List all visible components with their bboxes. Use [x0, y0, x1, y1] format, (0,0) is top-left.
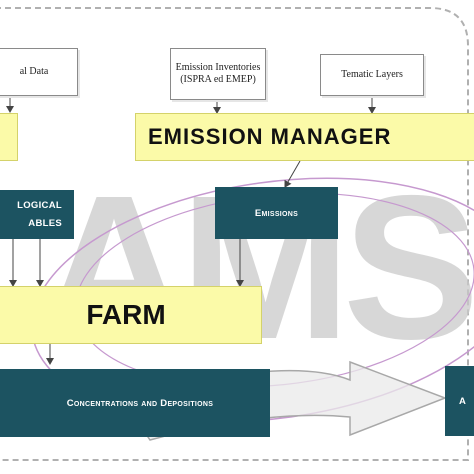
right-edge-label: A	[459, 395, 467, 407]
arrow-manager-emissions	[284, 160, 301, 188]
emission-manager-label: EMISSION MANAGER	[148, 124, 392, 149]
emissions-label: Emissions	[254, 207, 299, 219]
emissions-box: Emissions	[215, 187, 338, 239]
right-edge-box: A	[445, 366, 474, 436]
left-yellow-box	[0, 113, 18, 161]
meteorological-variables-box: LOGICAL ABLES	[0, 190, 74, 239]
farm-label: FARM	[86, 299, 166, 330]
farm-box: FARM	[0, 286, 262, 344]
emission-inventories-label-1: Emission Inventories	[175, 62, 261, 73]
emission-inventories-label-2: (ISPRA ed EMEP)	[180, 74, 256, 85]
meteorological-label-2: ABLES	[28, 217, 62, 229]
emission-manager-box: EMISSION MANAGER	[135, 113, 474, 161]
tematic-layers-box: Tematic Layers	[320, 54, 424, 96]
emission-inventories-box: Emission Inventories (ISPRA ed EMEP)	[170, 48, 266, 100]
concentrations-label: Concentrations and Depositions	[66, 397, 214, 409]
tematic-layers-label: Tematic Layers	[341, 69, 403, 80]
input-data-label: al Data	[19, 66, 49, 77]
meteorological-label-1: LOGICAL	[17, 199, 62, 211]
concentrations-box: Concentrations and Depositions	[0, 369, 270, 437]
input-data-box: al Data	[0, 48, 78, 96]
